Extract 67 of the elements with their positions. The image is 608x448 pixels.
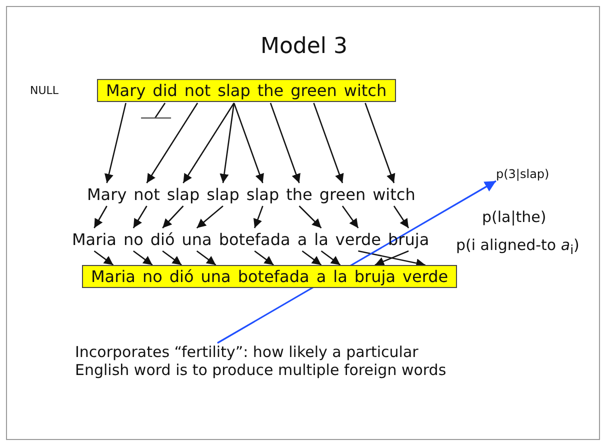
arrow [196,206,224,228]
highlight-box [97,79,396,102]
word: verde [402,266,448,287]
arrow [133,250,153,266]
arrow [374,250,409,266]
word: the [257,80,284,101]
word: Maria [91,266,136,287]
word: no [123,229,144,250]
note-text: Incorporates “fertility”: how likely a particular English word is to produce multiple foreign words [75,343,460,379]
arrow [162,206,184,228]
arrow [358,250,426,268]
word: verde [335,229,381,250]
line [154,102,166,118]
word: a [297,229,308,250]
word: slap [218,80,250,101]
arrow [298,206,322,228]
word: a [316,266,326,287]
arrow [270,102,300,184]
arrow [254,250,274,266]
word: botefada [238,266,310,287]
word: not [134,184,160,205]
arrow [253,206,264,228]
word: la [314,229,328,250]
word: green [319,184,366,205]
formula-label: p(3|slap) [496,167,550,181]
word: bruja [354,266,396,287]
word: Maria [72,229,116,250]
word: botefada [218,229,290,250]
word: slap [206,184,240,205]
highlight-box [82,265,458,288]
arrow [233,102,264,184]
word: una [182,229,212,250]
word: dió [150,229,175,250]
word: una [200,266,231,287]
word: green [290,80,337,101]
arrow [220,102,235,184]
word: dió [169,266,194,287]
formula-label: p(i aligned-to a$_{i}$) [456,236,580,257]
arrow [94,206,108,228]
word: la [333,266,348,287]
arrow [342,206,359,228]
arrow [364,102,396,184]
arrow [94,250,114,266]
arrow [196,250,216,266]
word: slap [166,184,200,205]
arrow [217,180,496,344]
word: Mary [106,80,146,101]
null-label: NULL [30,84,59,97]
word: Mary [87,184,127,205]
word: not [184,80,211,101]
word: did [152,80,178,101]
formula-label: p(la|the) [482,208,546,226]
arrow [132,206,148,228]
word: witch [344,80,387,101]
word: no [142,266,162,287]
arrow [320,250,341,266]
word: witch [372,184,416,205]
word: slap [246,184,280,205]
arrow [313,102,344,184]
slide-title: Model 3 [259,34,349,59]
arrow [104,102,126,184]
arrow [182,102,235,184]
arrow [393,206,410,228]
arrow [146,102,198,184]
arrow [162,250,182,266]
arrow [302,250,322,266]
word: the [286,184,312,205]
